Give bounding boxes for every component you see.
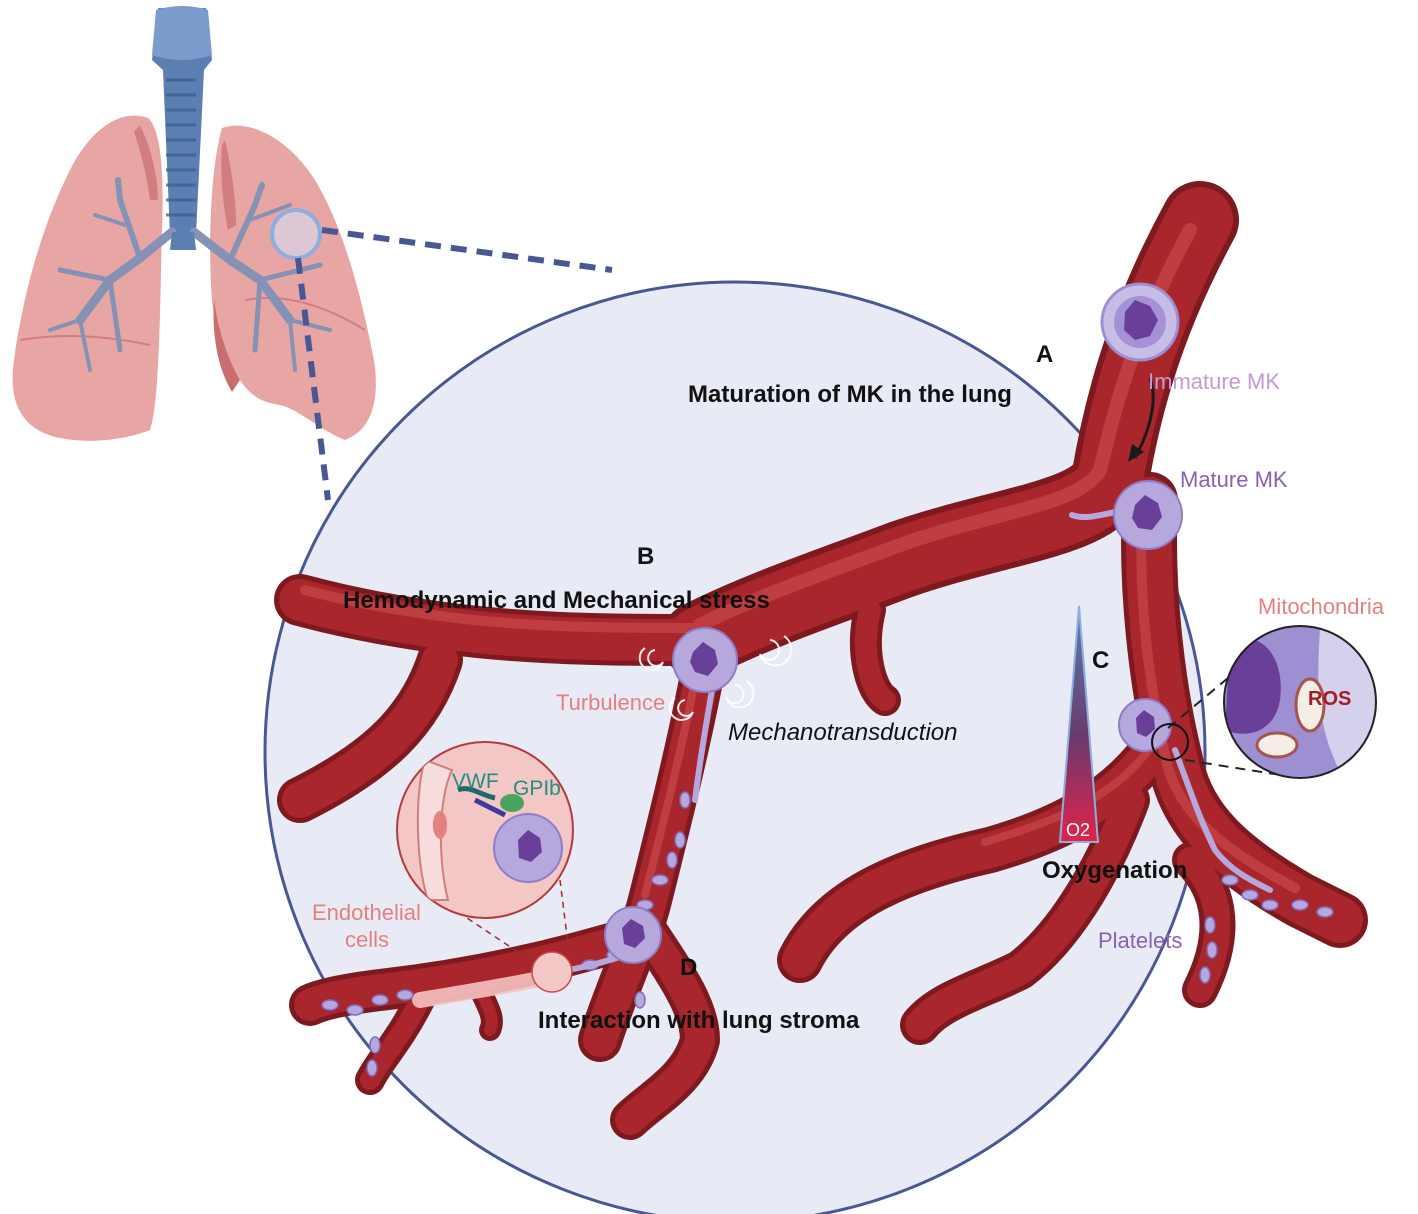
mitochondria-inset: [1223, 625, 1377, 779]
section-a-title: Maturation of MK in the lung: [688, 381, 1012, 408]
mitochondria-label: Mitochondria: [1258, 594, 1385, 619]
zoom-connector-lines: [295, 227, 613, 501]
bronchi: [48, 177, 332, 372]
mk-cell-b: [672, 627, 738, 693]
immature-mk-label: Immature MK: [1148, 369, 1280, 394]
immature-mk-cell: [1100, 282, 1180, 362]
left-lung: [12, 115, 163, 441]
right-lung: [210, 125, 376, 440]
o2-label: O2: [1066, 820, 1090, 840]
endothelial-label-line2: cells: [345, 927, 389, 952]
section-b-letter: B: [637, 543, 654, 570]
mature-mk-label: Mature MK: [1180, 467, 1288, 492]
oxygen-gradient-wedge: [1058, 605, 1100, 843]
section-d-title: Interaction with lung stroma: [538, 1007, 860, 1034]
vwf-label: VWF: [452, 770, 499, 793]
endothelial-marker: [531, 951, 573, 993]
mitochondria-zoom-lines: [1167, 667, 1301, 779]
mk-cell-d: [604, 906, 662, 964]
lungs-illustration: [12, 6, 376, 441]
lung-zoom-marker: [270, 208, 322, 260]
section-a-letter: A: [1036, 341, 1053, 368]
endothelial-inset: [396, 741, 574, 919]
trachea: [152, 6, 212, 235]
ros-label: ROS: [1308, 688, 1351, 710]
platelets-label: Platelets: [1098, 928, 1182, 953]
section-d-letter: D: [680, 954, 697, 981]
section-c-letter: C: [1092, 647, 1109, 674]
turbulence-swirls: [638, 635, 793, 721]
mature-mk-cell: [1113, 480, 1183, 550]
mechanotransduction-label: Mechanotransduction: [728, 719, 957, 746]
gpib-label: GPIb: [513, 777, 561, 800]
endothelial-label-line1: Endothelial: [312, 900, 421, 925]
section-b-title: Hemodynamic and Mechanical stress: [343, 587, 770, 614]
mitochondria-marker: [1151, 723, 1189, 761]
endothelial-zoom-lines: [439, 879, 571, 961]
section-c-title: Oxygenation: [1042, 857, 1187, 884]
turbulence-label: Turbulence: [556, 690, 665, 715]
